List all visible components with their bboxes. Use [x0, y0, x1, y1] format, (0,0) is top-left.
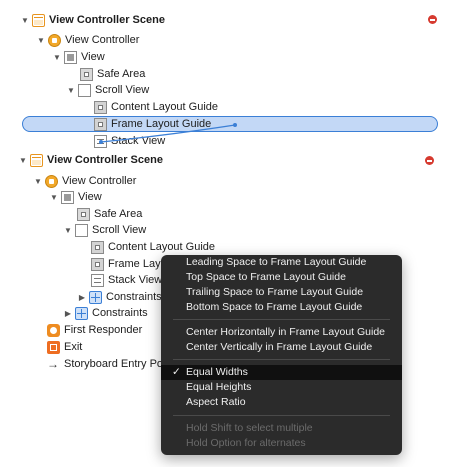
menu-item-bottom-space[interactable]: Bottom Space to Frame Layout Guide — [186, 301, 363, 313]
scroll-view-icon — [75, 223, 88, 237]
menu-hint-shift: Hold Shift to select multiple — [186, 422, 313, 434]
first-responder-row[interactable]: First Responder — [47, 322, 142, 338]
menu-item-equal-widths[interactable]: ✓ Equal Widths — [161, 365, 402, 380]
entry-arrow-icon: → — [47, 356, 59, 371]
warning-icon[interactable] — [428, 15, 437, 24]
layout-guide-icon — [94, 117, 107, 131]
constraints-inner-row[interactable]: ▶ Constraints — [77, 289, 162, 305]
scene-title: View Controller Scene — [49, 14, 165, 26]
menu-item-center-horizontally[interactable]: Center Horizontally in Frame Layout Guid… — [186, 326, 386, 338]
disclosure-closed-icon[interactable]: ▶ — [78, 292, 86, 302]
content-layout-guide-label: Content Layout Guide — [108, 241, 216, 253]
safe-area-label: Safe Area — [97, 68, 146, 80]
constraints-inner-label: Constraints — [106, 291, 162, 303]
content-layout-guide-row[interactable]: Content Layout Guide — [91, 239, 215, 255]
exit-row[interactable]: Exit — [47, 339, 82, 355]
stack-view-label: Stack View — [108, 274, 163, 286]
safe-area-row[interactable]: Safe Area — [77, 206, 142, 222]
scene-icon — [30, 153, 43, 167]
scene-row[interactable]: ▼ View Controller Scene — [20, 12, 165, 28]
menu-hint-option: Hold Option for alternates — [186, 437, 306, 449]
view-controller-row[interactable]: ▼ View Controller — [36, 32, 139, 48]
layout-guide-icon — [91, 257, 104, 271]
checkmark-icon: ✓ — [172, 366, 181, 378]
menu-item-label: Equal Widths — [186, 366, 248, 378]
scene-row[interactable]: ▼ View Controller Scene — [18, 152, 163, 168]
scene-title: View Controller Scene — [47, 154, 163, 166]
view-label: View — [81, 51, 105, 63]
scene-icon — [32, 13, 45, 27]
view-controller-label: View Controller — [65, 34, 140, 46]
menu-item-equal-heights[interactable]: Equal Heights — [186, 381, 252, 393]
layout-guide-icon — [91, 240, 104, 254]
constraint-context-menu: Leading Space to Frame Layout Guide Top … — [161, 255, 402, 455]
exit-icon — [47, 340, 60, 354]
menu-item-leading-space[interactable]: Leading Space to Frame Layout Guide — [186, 256, 367, 268]
first-responder-icon — [47, 323, 60, 337]
constraints-icon — [75, 306, 88, 320]
view-controller-label: View Controller — [62, 175, 137, 187]
content-layout-guide-row[interactable]: Content Layout Guide — [94, 99, 218, 115]
menu-item-center-vertically[interactable]: Center Vertically in Frame Layout Guide — [186, 341, 373, 353]
disclosure-open-icon[interactable]: ▼ — [67, 85, 75, 95]
stack-view-label: Stack View — [111, 135, 166, 147]
view-controller-row[interactable]: ▼ View Controller — [33, 173, 136, 189]
view-icon — [64, 50, 77, 64]
disclosure-open-icon[interactable]: ▼ — [19, 155, 27, 165]
view-controller-icon — [45, 174, 58, 188]
warning-icon[interactable] — [425, 156, 434, 165]
scroll-view-label: Scroll View — [95, 84, 150, 96]
menu-item-aspect-ratio[interactable]: Aspect Ratio — [186, 396, 246, 408]
frame-layout-guide-row[interactable]: Frame Layout Guide — [94, 116, 211, 132]
frame-layout-guide-label: Frame Layout Guide — [111, 118, 212, 130]
disclosure-open-icon[interactable]: ▼ — [34, 176, 42, 186]
menu-separator — [173, 319, 390, 320]
safe-area-icon — [77, 207, 90, 221]
menu-item-trailing-space[interactable]: Trailing Space to Frame Layout Guide — [186, 286, 364, 298]
safe-area-row[interactable]: Safe Area — [80, 66, 145, 82]
selected-row-highlight[interactable] — [22, 116, 438, 132]
menu-separator — [173, 359, 390, 360]
disclosure-open-icon[interactable]: ▼ — [64, 225, 72, 235]
constraints-outer-label: Constraints — [92, 307, 148, 319]
exit-label: Exit — [64, 341, 83, 353]
stack-view-row[interactable]: Stack View — [91, 272, 162, 288]
stack-view-row[interactable]: Stack View — [94, 133, 165, 149]
content-layout-guide-label: Content Layout Guide — [111, 101, 219, 113]
constraints-outer-row[interactable]: ▶ Constraints — [63, 305, 148, 321]
safe-area-label: Safe Area — [94, 208, 143, 220]
scroll-view-icon — [78, 83, 91, 97]
disclosure-open-icon[interactable]: ▼ — [53, 52, 61, 62]
disclosure-open-icon[interactable]: ▼ — [37, 35, 45, 45]
stack-view-icon — [91, 273, 104, 287]
view-controller-icon — [48, 33, 61, 47]
first-responder-label: First Responder — [64, 324, 143, 336]
scroll-view-row[interactable]: ▼ Scroll View — [66, 82, 149, 98]
layout-guide-icon — [94, 100, 107, 114]
constraints-icon — [89, 290, 102, 304]
disclosure-open-icon[interactable]: ▼ — [50, 192, 58, 202]
storyboard-entry-point-row[interactable]: → Storyboard Entry Point — [47, 356, 175, 372]
scroll-view-row[interactable]: ▼ Scroll View — [63, 222, 146, 238]
view-label: View — [78, 191, 102, 203]
disclosure-closed-icon[interactable]: ▶ — [64, 308, 72, 318]
scroll-view-label: Scroll View — [92, 224, 147, 236]
view-row[interactable]: ▼ View — [49, 189, 102, 205]
view-row[interactable]: ▼ View — [52, 49, 105, 65]
disclosure-open-icon[interactable]: ▼ — [21, 15, 29, 25]
safe-area-icon — [80, 67, 93, 81]
view-icon — [61, 190, 74, 204]
menu-separator — [173, 415, 390, 416]
storyboard-entry-point-label: Storyboard Entry Point — [64, 358, 175, 370]
menu-item-top-space[interactable]: Top Space to Frame Layout Guide — [186, 271, 346, 283]
